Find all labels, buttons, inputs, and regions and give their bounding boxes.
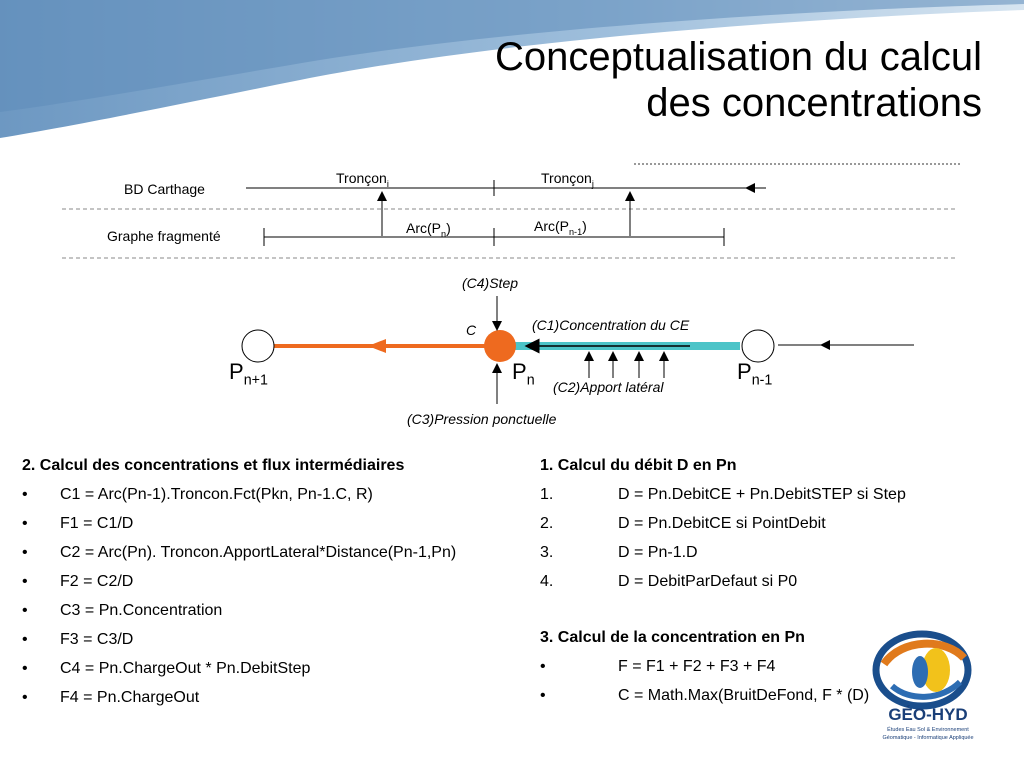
list-item: 1. D = Pn.DebitCE + Pn.DebitSTEP si Step (540, 480, 1000, 509)
arc-pn1-label: Arc(Pn-1) (534, 218, 587, 237)
troncon-i-sub: i (386, 178, 389, 189)
c3-label: (C3)Pression ponctuelle (407, 411, 557, 427)
c2-label: (C2)Apport latéral (553, 379, 664, 395)
list-item: 4. D = DebitParDefaut si P0 (540, 567, 1000, 596)
list-item: • C = Math.Max(BruitDeFond, F * (D) (540, 681, 1000, 710)
list-item: • C2 = Arc(Pn). Troncon.ApportLateral*Dis… (22, 538, 512, 567)
section-1-heading: 1. Calcul du débit D en Pn (540, 457, 737, 474)
arc-pn1-close: ) (582, 218, 587, 234)
pn-plus-1-label: Pn+1 (229, 359, 268, 389)
list-item: • C3 = Pn.Concentration (22, 596, 512, 625)
debit-rule-3: D = Pn-1.D (618, 544, 698, 561)
list-item: • F1 = C1/D (22, 509, 512, 538)
pn-minus-1-text: P (737, 359, 752, 384)
concentration-diagram (62, 163, 960, 404)
list-item: • F4 = Pn.ChargeOut (22, 683, 512, 712)
bullet: • (22, 660, 28, 677)
list-item: 3. D = Pn-1.D (540, 538, 1000, 567)
bullet: • (22, 544, 28, 561)
arc-pn-label: Arc(Pn) (406, 220, 451, 239)
arc-pn-text: Arc(P (406, 220, 441, 236)
troncon-j-text: Tronçon (541, 170, 592, 186)
formula-f3: F3 = C3/D (60, 631, 134, 648)
troncon-j-label: Tronçonj (541, 170, 594, 189)
graphe-fragmente-label: Graphe fragmenté (107, 228, 221, 244)
concentration-rule-1: F = F1 + F2 + F3 + F4 (618, 658, 776, 675)
bullet: • (22, 689, 28, 706)
pn-minus-1-label: Pn-1 (737, 359, 773, 389)
item-number: 4. (540, 573, 554, 590)
title-line-1: Conceptualisation du calcul (495, 35, 982, 79)
formula-f2: F2 = C2/D (60, 573, 134, 590)
logo-name: GÉO-HYD (888, 705, 967, 724)
debit-rule-1: D = Pn.DebitCE + Pn.DebitSTEP si Step (618, 486, 906, 503)
pn-text: P (512, 359, 527, 384)
bullet: • (22, 602, 28, 619)
formula-f1: F1 = C1/D (60, 515, 134, 532)
arc-pn1-text: Arc(P (534, 218, 569, 234)
bullet: • (22, 631, 28, 648)
list-item: • F = F1 + F2 + F3 + F4 (540, 652, 1000, 681)
concentration-rule-2: C = Math.Max(BruitDeFond, F * (D) (618, 687, 870, 704)
item-number: 3. (540, 544, 554, 561)
section-1: 1. Calcul du débit D en Pn 1. D = Pn.Debi… (540, 451, 1000, 596)
c4-step-label: (C4)Step (462, 275, 519, 291)
formula-c1: C1 = Arc(Pn-1).Troncon.Fct(Pkn, Pn-1.C, … (60, 486, 373, 503)
logo-line-1: Études Eau Sol & Environnement (887, 726, 969, 733)
formula-c3: C3 = Pn.Concentration (60, 602, 223, 619)
item-number: 2. (540, 515, 554, 532)
logo-globe-icon: GÉO-HYD Études Eau Sol & Environnement G… (872, 630, 974, 741)
arc-pn1-sub: n-1 (569, 226, 583, 237)
c1-label: (C1)Concentration du CE (532, 317, 690, 333)
node-pn-minus-1 (741, 329, 775, 363)
bullet: • (22, 515, 28, 532)
c-label: C (466, 322, 477, 338)
bullet: • (540, 658, 546, 675)
section-2-heading: 2. Calcul des concentrations et flux int… (22, 457, 405, 474)
header-swoosh (0, 0, 1024, 138)
list-item: • F2 = C2/D (22, 567, 512, 596)
list-item: • C1 = Arc(Pn-1).Troncon.Fct(Pkn, Pn-1.C,… (22, 480, 512, 509)
formula-c2: C2 = Arc(Pn). Troncon.ApportLateral*Dist… (60, 544, 457, 561)
bullet: • (22, 573, 28, 590)
title-line-2: des concentrations (646, 81, 982, 125)
pn-label: Pn (512, 359, 535, 389)
list-item: 2. D = Pn.DebitCE si PointDebit (540, 509, 1000, 538)
list-item: • C4 = Pn.ChargeOut * Pn.DebitStep (22, 654, 512, 683)
orange-arrowhead (368, 339, 386, 353)
troncon-i-label: Tronçoni (336, 170, 389, 189)
arc-pn-close: ) (446, 220, 451, 236)
formula-c4: C4 = Pn.ChargeOut * Pn.DebitStep (60, 660, 311, 677)
node-pn (484, 330, 516, 362)
section-3: 3. Calcul de la concentration en Pn • F =… (540, 623, 1000, 710)
item-number: 1. (540, 486, 554, 503)
bullet: • (22, 486, 28, 503)
pn-sub: n (526, 372, 535, 389)
geo-hyd-logo: GÉO-HYD Études Eau Sol & Environnement G… (862, 628, 994, 748)
logo-line-2: Géomatique - Informatique Appliquée (882, 735, 973, 741)
bullet: • (540, 687, 546, 704)
page-title: Conceptualisation du calcul des concentr… (495, 34, 982, 126)
troncon-i-text: Tronçon (336, 170, 387, 186)
list-item: • F3 = C3/D (22, 625, 512, 654)
troncon-j-sub: j (591, 178, 594, 189)
debit-rule-4: D = DebitParDefaut si P0 (618, 573, 798, 590)
node-pn-plus-1 (241, 329, 275, 363)
pn-minus-1-sub: n-1 (751, 372, 773, 389)
section-2: 2. Calcul des concentrations et flux int… (22, 451, 512, 712)
debit-rule-2: D = Pn.DebitCE si PointDebit (618, 515, 826, 532)
formula-f4: F4 = Pn.ChargeOut (60, 689, 200, 706)
bd-carthage-label: BD Carthage (124, 181, 205, 197)
arc-pn-sub: n (441, 228, 447, 239)
section-3-heading: 3. Calcul de la concentration en Pn (540, 629, 805, 646)
pn-plus-1-text: P (229, 359, 244, 384)
pn-plus-1-sub: n+1 (243, 372, 268, 389)
